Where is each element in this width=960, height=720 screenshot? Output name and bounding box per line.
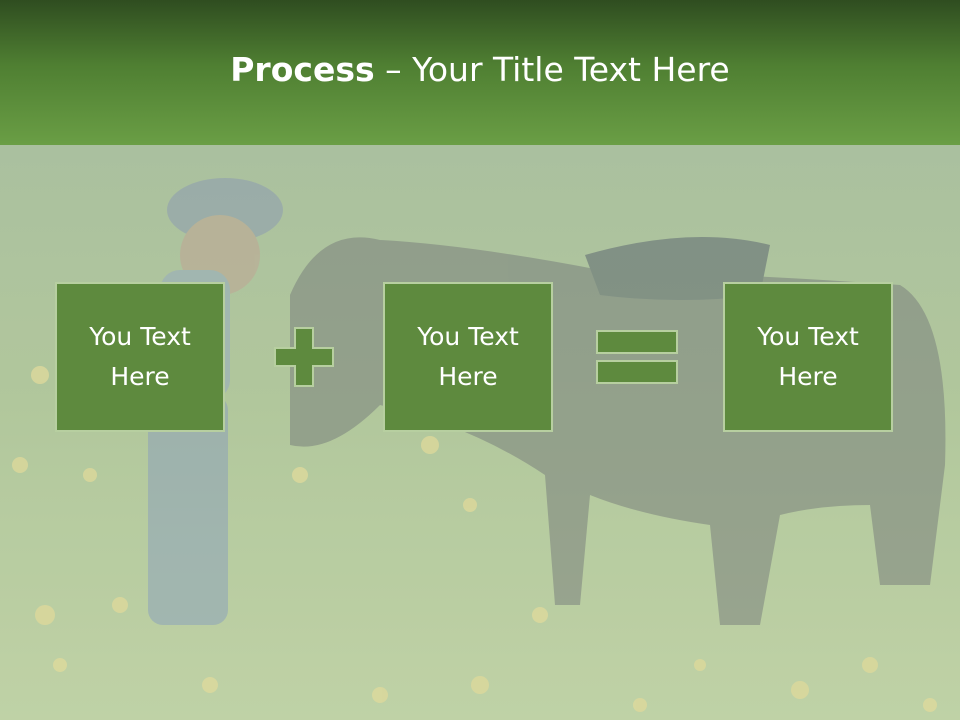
box-2-line1: You Text [417, 322, 519, 351]
slide-title: Process – Your Title Text Here [0, 50, 960, 89]
box-3-line2: Here [778, 362, 838, 391]
box-1-line2: Here [110, 362, 170, 391]
box-2-line2: Here [438, 362, 498, 391]
background-photo [0, 145, 960, 720]
box-3-line1: You Text [757, 322, 859, 351]
header-bar [0, 0, 960, 145]
box-1-line1: You Text [89, 322, 191, 351]
title-rest: – Your Title Text Here [374, 50, 730, 89]
title-bold: Process [230, 50, 375, 89]
plus-icon [274, 327, 334, 387]
equals-icon [596, 330, 678, 384]
